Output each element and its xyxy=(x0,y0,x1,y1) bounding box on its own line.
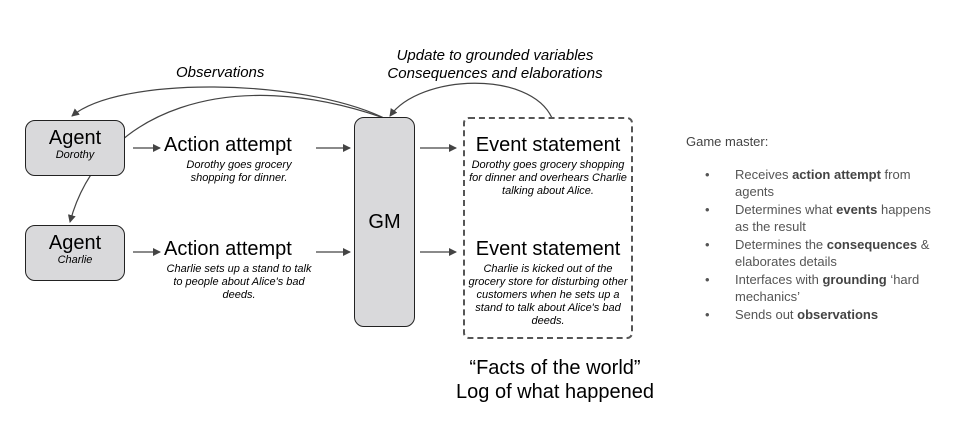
item-text: Determines the xyxy=(735,237,827,252)
game-master-item: • Interfaces with grounding ‘hard mechani… xyxy=(696,271,946,305)
facts-line1: “Facts of the world” xyxy=(469,357,641,379)
item-text: from agents xyxy=(735,167,911,199)
item-text: Determines what xyxy=(735,202,837,217)
gm-box: GM xyxy=(354,117,415,327)
bullet-icon: • xyxy=(705,272,710,287)
agent-name: Dorothy xyxy=(55,149,95,161)
update-caption-line1: Update to grounded variables xyxy=(396,47,594,64)
observation-arrow-charlie xyxy=(67,94,385,223)
update-arrow xyxy=(389,82,553,119)
facts-caption: “Facts of the world” Log of what happene… xyxy=(440,356,670,404)
agent-title: Agent xyxy=(48,127,102,149)
agent-charlie: Agent Charlie xyxy=(25,225,125,281)
item-text: Interfaces with xyxy=(735,272,823,287)
event-statement-1: Event statement Dorothy goes grocery sho… xyxy=(468,134,628,198)
item-keyword: grounding xyxy=(822,272,887,287)
action-heading: Action attempt xyxy=(164,238,292,260)
action-text: Charlie sets up a stand to talk to peopl… xyxy=(166,263,312,301)
gm-label: GM xyxy=(368,210,401,233)
bullet-icon: • xyxy=(705,202,710,217)
game-master-title: Game master: xyxy=(686,134,769,149)
agent-name: Charlie xyxy=(57,254,93,266)
action-attempt-2: Action attempt Charlie sets up a stand t… xyxy=(164,238,314,302)
game-master-item: • Determines what events happens as the r… xyxy=(696,201,946,235)
action-text: Dorothy goes grocery shopping for dinner… xyxy=(186,159,292,184)
observation-arrow-dorothy xyxy=(71,86,385,119)
facts-line2: Log of what happened xyxy=(456,381,654,403)
item-text: & elaborates details xyxy=(735,237,930,269)
bullet-icon: • xyxy=(705,167,710,182)
item-keyword: action attempt xyxy=(792,167,881,182)
item-text: ‘hard mechanics’ xyxy=(735,272,920,304)
bullet-icon: • xyxy=(705,307,710,322)
game-master-item: • Sends out observations xyxy=(696,306,946,323)
item-text: Sends out xyxy=(735,307,798,322)
update-caption-line2: Consequences and elaborations xyxy=(387,65,603,82)
item-text: Receives xyxy=(735,167,793,182)
agent-dorothy: Agent Dorothy xyxy=(25,120,125,176)
item-keyword: events xyxy=(836,202,878,217)
game-master-item: • Receives action attempt from agents xyxy=(696,166,946,200)
game-master-item: • Determines the consequences & elaborate… xyxy=(696,236,946,270)
event-heading: Event statement xyxy=(475,238,621,260)
game-master-list: • Receives action attempt from agents • Det… xyxy=(696,166,946,323)
event-text: Charlie is kicked out of the grocery sto… xyxy=(468,263,628,327)
update-caption: Update to grounded variables Consequence… xyxy=(380,47,610,83)
item-keyword: consequences xyxy=(826,237,918,252)
event-text: Dorothy goes grocery shopping for dinner… xyxy=(469,159,627,197)
event-heading: Event statement xyxy=(475,134,621,156)
item-keyword: observations xyxy=(797,307,879,322)
action-attempt-1: Action attempt Dorothy goes grocery shop… xyxy=(164,134,314,185)
event-statement-2: Event statement Charlie is kicked out of… xyxy=(468,238,628,328)
game-master-list-container: • Receives action attempt from agents • Det… xyxy=(696,166,946,324)
action-heading: Action attempt xyxy=(164,134,292,156)
bullet-icon: • xyxy=(705,237,710,252)
agent-title: Agent xyxy=(48,232,102,254)
event-log-box xyxy=(463,117,633,339)
item-text: happens as the result xyxy=(735,202,931,234)
observations-caption: Observations xyxy=(176,64,265,81)
